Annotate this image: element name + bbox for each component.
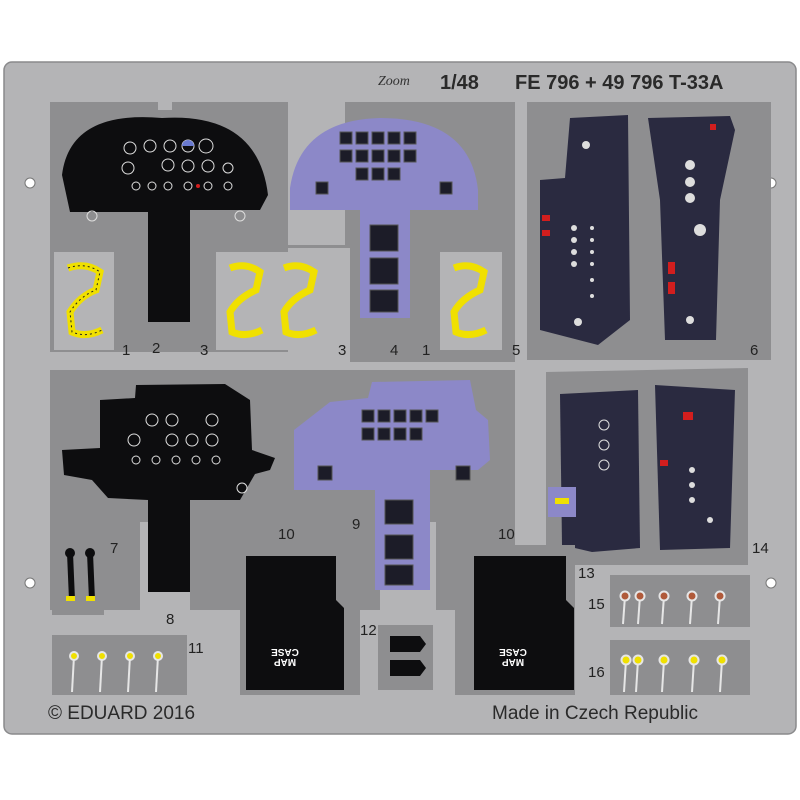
part-12-frame: [378, 625, 433, 690]
part-15-frame: [610, 575, 750, 627]
part-10-map-case: [246, 556, 344, 690]
red-switch: [660, 460, 668, 466]
part-5-switches: [571, 141, 594, 326]
part-11-levers: [69, 651, 163, 693]
part-1-harness: [450, 262, 488, 339]
mounting-hole: [765, 577, 777, 589]
scale-label: 1/48: [440, 72, 479, 94]
map-case-label: MAP CASE: [499, 646, 527, 667]
part-12-bracket: [390, 636, 426, 676]
part-14-side-console: [655, 385, 735, 550]
red-light: [196, 184, 200, 188]
part-1-harness: [66, 262, 104, 339]
red-switch: [710, 124, 716, 130]
product-code: FE 796 + 49 796 T-33A: [515, 72, 724, 94]
red-switch: [683, 412, 693, 420]
part-7-levers: [65, 548, 95, 601]
part-number-4: 4: [390, 342, 399, 359]
part-8-gauges: [127, 413, 248, 494]
part-number-7: 7: [110, 540, 119, 557]
part-2-instrument-panel: [62, 117, 268, 322]
part-number-10: 10: [278, 526, 295, 543]
part-number-14: 14: [752, 540, 769, 557]
part-16-frame: [610, 640, 750, 695]
red-switch: [668, 282, 675, 294]
part-14-switches: [689, 467, 713, 523]
part-number-8: 8: [166, 611, 175, 628]
part-number-15: 15: [588, 596, 605, 613]
part-16-levers: [620, 654, 728, 693]
part-number-16: 16: [588, 664, 605, 681]
red-switch: [542, 215, 550, 221]
part-13-tab-stripe: [555, 498, 569, 504]
part-number-3: 3: [200, 342, 209, 359]
part-3-harness: [226, 262, 318, 339]
attitude-indicator-icon: [182, 140, 194, 146]
part-5-side-console: [540, 115, 630, 345]
part-2-gauges: [86, 138, 246, 222]
part-4-instrument-panel: [290, 118, 478, 318]
part-13-side-console: [560, 390, 640, 552]
part-number-12: 12: [360, 622, 377, 639]
part-number-9: 9: [352, 516, 361, 533]
mounting-hole: [24, 577, 36, 589]
part-number-13: 13: [578, 565, 595, 582]
part-9-instrument-panel: [294, 380, 490, 590]
part-number-11: 11: [188, 640, 204, 657]
map-case-label: MAP CASE: [271, 646, 299, 667]
part-4-gauges: [315, 131, 453, 313]
red-switch: [668, 262, 675, 274]
part-13-switches: [598, 419, 610, 471]
part-9-gauges: [317, 409, 471, 586]
copyright-text: © EDUARD 2016: [48, 703, 196, 724]
part-number-6: 6: [750, 342, 759, 359]
mounting-hole: [24, 177, 36, 189]
part-10-map-case: [474, 556, 574, 690]
origin-text: Made in Czech Republic: [492, 703, 698, 724]
red-switch: [542, 230, 550, 236]
part-number-10: 10: [498, 526, 515, 543]
part-number-1: 1: [422, 342, 431, 359]
part-8-instrument-panel: [62, 384, 275, 592]
part-6-switches: [685, 160, 706, 324]
brand-logo: Zoom: [378, 74, 410, 89]
part-number-5: 5: [512, 342, 521, 359]
part-number-1: 1: [122, 342, 131, 359]
part-15-levers: [619, 590, 726, 625]
part-7-frame: [52, 533, 104, 615]
part-number-2: 2: [152, 340, 161, 357]
part-number-3: 3: [338, 342, 347, 359]
